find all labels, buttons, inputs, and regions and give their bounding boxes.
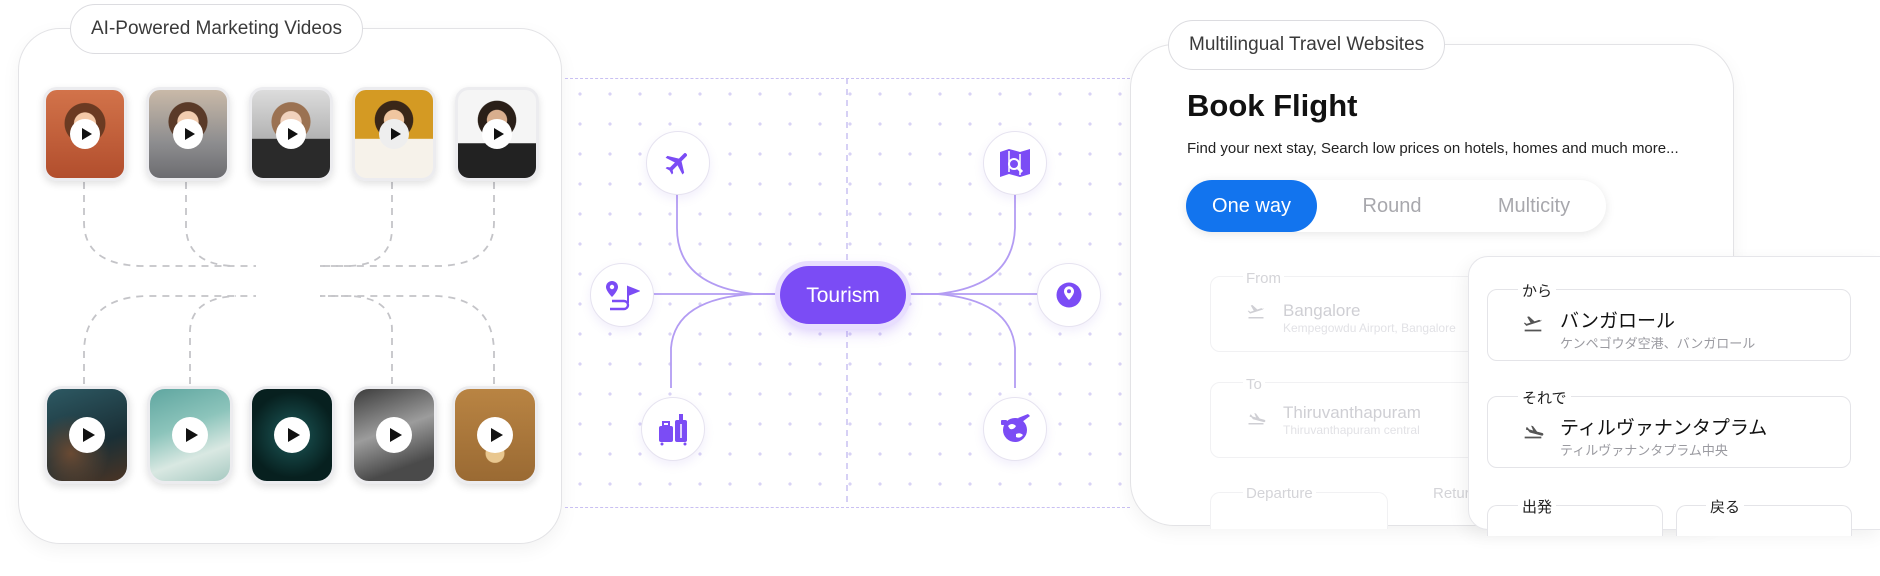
play-icon[interactable] (482, 119, 512, 149)
takeoff-icon (1247, 305, 1264, 319)
travel-websites-label: Multilingual Travel Websites (1168, 20, 1446, 70)
trip-type-tabs: One way Round Multicity (1186, 180, 1606, 232)
landing-icon (1524, 425, 1544, 439)
jp-to-airport: ティルヴァナンタプラム中央 (1560, 443, 1728, 458)
from-field[interactable] (1210, 276, 1512, 352)
tourism-center-button[interactable]: Tourism (780, 266, 906, 324)
video-thumbnail[interactable] (43, 87, 127, 181)
globe-pin-icon (1056, 282, 1082, 308)
video-thumbnail[interactable] (44, 386, 130, 484)
jp-departure-field[interactable] (1487, 505, 1663, 536)
jp-from-airport: ケンペゴウダ空港、バンガロール (1560, 336, 1756, 351)
play-icon[interactable] (379, 119, 409, 149)
video-connector-lines (83, 182, 495, 384)
video-thumbnail[interactable] (249, 87, 333, 181)
play-icon[interactable] (376, 417, 412, 453)
tab-round[interactable]: Round (1362, 195, 1422, 217)
play-icon[interactable] (276, 119, 306, 149)
luggage-icon-bubble[interactable] (641, 397, 705, 461)
play-icon[interactable] (172, 417, 208, 453)
travel-globe-icon-bubble[interactable] (983, 397, 1047, 461)
jp-to-label: それで (1518, 387, 1571, 408)
from-city: Bangalore (1283, 301, 1361, 320)
play-icon[interactable] (69, 417, 105, 453)
jp-from-city: バンガロール (1560, 311, 1675, 332)
video-thumbnail[interactable] (146, 87, 230, 181)
play-icon[interactable] (274, 417, 310, 453)
video-thumbnail[interactable] (249, 386, 335, 484)
luggage-icon (659, 414, 687, 446)
jp-from-field[interactable] (1487, 289, 1851, 361)
to-airport: Thiruvanthapuram central (1283, 423, 1420, 437)
play-icon[interactable] (477, 417, 513, 453)
play-icon[interactable] (70, 119, 100, 149)
landing-icon (1248, 413, 1266, 425)
page-subtitle: Find your next stay, Search low prices o… (1187, 140, 1679, 157)
jp-to-field[interactable] (1487, 396, 1851, 468)
globe-pin-icon-bubble[interactable] (1037, 263, 1101, 327)
to-city: Thiruvanthapuram (1283, 403, 1421, 422)
jp-return-label: 戻る (1706, 496, 1745, 517)
takeoff-icon (1523, 316, 1542, 332)
from-label: From (1243, 270, 1284, 287)
page-title: Book Flight (1187, 88, 1358, 123)
to-label: To (1243, 376, 1265, 393)
airplane-icon-bubble[interactable] (646, 131, 710, 195)
travel-globe-icon (1001, 414, 1030, 442)
tab-one-way[interactable]: One way (1186, 180, 1317, 232)
video-thumbnail[interactable] (452, 386, 538, 484)
play-icon[interactable] (173, 119, 203, 149)
jp-return-field[interactable] (1676, 505, 1852, 536)
route-flag-icon-bubble[interactable] (590, 263, 654, 327)
diagram-connector-lines (653, 78, 1040, 506)
video-thumbnail[interactable] (351, 386, 437, 484)
jp-departure-label: 出発 (1518, 496, 1557, 517)
from-airport: Kempegowdu Airport, Bangalore (1283, 321, 1456, 335)
map-search-icon-bubble[interactable] (983, 131, 1047, 195)
video-thumbnail[interactable] (455, 87, 539, 181)
jp-from-label: から (1518, 280, 1557, 301)
jp-to-city: ティルヴァナンタプラム (1560, 418, 1768, 439)
route-flag-icon (606, 281, 640, 311)
video-thumbnail[interactable] (352, 87, 436, 181)
tab-multicity[interactable]: Multicity (1497, 195, 1571, 217)
video-thumbnail[interactable] (147, 386, 233, 484)
map-search-icon (1000, 149, 1030, 177)
departure-label: Departure (1243, 485, 1316, 502)
airplane-icon (665, 153, 687, 175)
marketing-videos-label: AI-Powered Marketing Videos (70, 4, 363, 54)
